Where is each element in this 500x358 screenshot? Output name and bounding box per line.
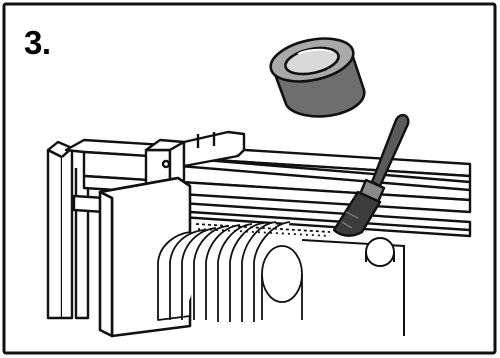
step-number-label: 3. — [24, 26, 51, 59]
